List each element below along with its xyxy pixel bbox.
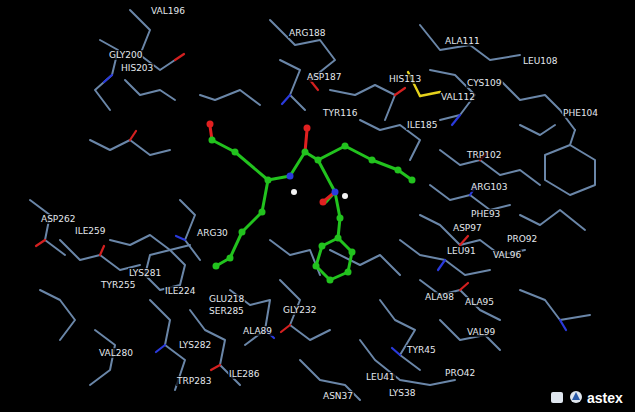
residue-label: ALA95 xyxy=(464,297,495,307)
residue-label: LEU108 xyxy=(522,56,558,66)
residue-label: ILE286 xyxy=(228,369,261,379)
residue-label: VAL196 xyxy=(150,6,186,16)
residue-label: TRP102 xyxy=(466,150,502,160)
residue-label: ARG30 xyxy=(196,228,229,238)
residue-label: LEU91 xyxy=(446,246,477,256)
residue-label: ALA111 xyxy=(444,36,481,46)
residue-label: GLY200 xyxy=(108,50,143,60)
residue-label: HIS113 xyxy=(388,74,422,84)
residue-label: ILE259 xyxy=(74,226,107,236)
residue-label: ILE185 xyxy=(406,120,439,130)
residue-label: HIS203 xyxy=(120,63,154,73)
residue-label: ILE224 xyxy=(164,286,197,296)
residue-label: LYS281 xyxy=(128,268,162,278)
residue-label: LYS38 xyxy=(388,388,416,398)
residue-label: TYR116 xyxy=(322,108,358,118)
residue-label: ALA89 xyxy=(242,326,273,336)
residue-label: VAL280 xyxy=(98,348,134,358)
residue-label: PRO92 xyxy=(506,234,538,244)
residue-label: ASP187 xyxy=(306,72,342,82)
residue-label: ARG103 xyxy=(470,182,509,192)
residue-label: PHE104 xyxy=(562,108,599,118)
residue-label: ARG188 xyxy=(288,28,327,38)
residue-label: GLU218 xyxy=(208,294,245,304)
residue-label: ASN37 xyxy=(322,391,354,401)
heteroatom-sticks xyxy=(36,54,566,370)
residue-label: PHE93 xyxy=(470,209,501,219)
residue-label: VAL96 xyxy=(492,250,522,260)
residue-label: CYS109 xyxy=(466,78,503,88)
residue-label: SER285 xyxy=(208,306,245,316)
residue-label: PRO42 xyxy=(444,368,476,378)
logo-icon xyxy=(551,391,582,403)
residue-label: ASP262 xyxy=(40,214,76,224)
residue-label: VAL112 xyxy=(440,92,476,102)
ligand xyxy=(207,121,416,284)
residue-label: ALA98 xyxy=(424,292,455,302)
residue-label: TYR45 xyxy=(406,345,437,355)
residue-label: TYR255 xyxy=(100,280,136,290)
residue-label: TRP283 xyxy=(176,376,212,386)
residue-label: LYS282 xyxy=(178,340,212,350)
residue-label: VAL99 xyxy=(466,327,496,337)
protein-sticks xyxy=(30,10,595,400)
watermark: astex xyxy=(586,391,624,406)
residue-label: LEU41 xyxy=(365,372,396,382)
residue-label: ASP97 xyxy=(452,223,483,233)
residue-label: GLY232 xyxy=(282,305,317,315)
